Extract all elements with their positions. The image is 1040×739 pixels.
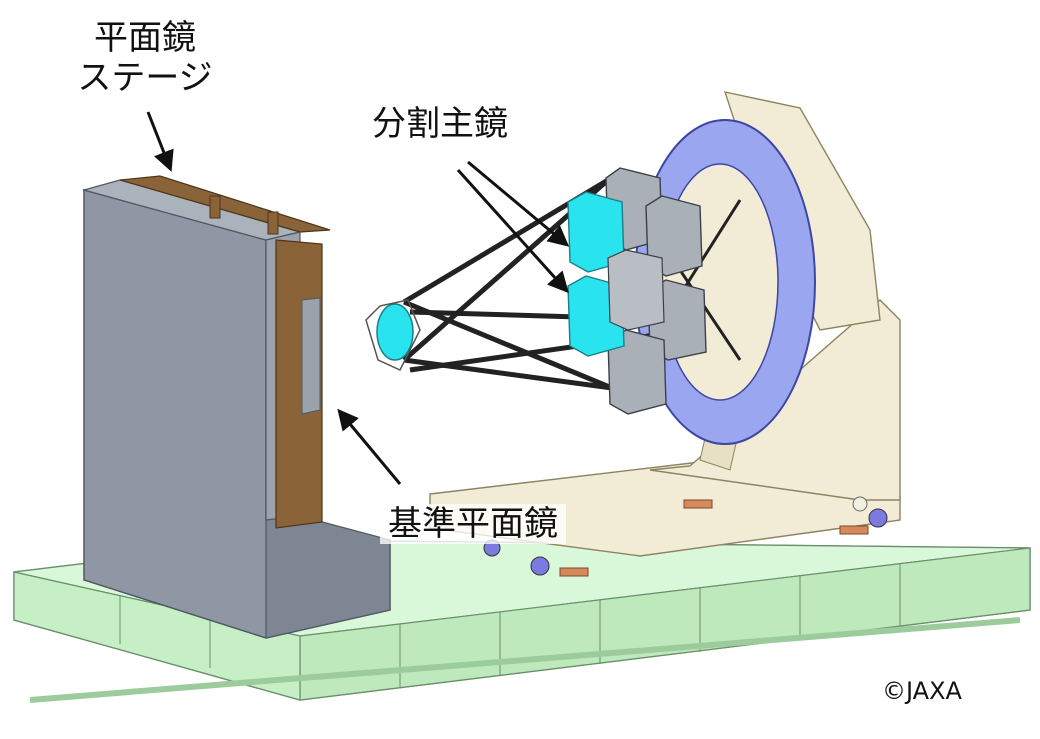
label-flat-mirror-stage-line2: ステージ (77, 58, 213, 98)
segmented-primary-mirror (567, 167, 707, 415)
callout-arrows (146, 111, 570, 485)
arrow-to-segment-2 (456, 168, 569, 294)
label-reference-flat-mirror: 基準平面鏡 (380, 504, 566, 544)
arrow-to-stage (146, 111, 174, 172)
arrow-to-segment-1 (467, 160, 570, 247)
label-flat-mirror-stage-line1: 平面鏡 (94, 18, 196, 58)
secondary-mirror (365, 299, 421, 371)
label-segmented-primary-mirror: 分割主鏡 (372, 104, 508, 144)
flat-mirror-stage (81, 175, 391, 639)
credit-jaxa: ©JAXA (882, 677, 962, 705)
label-flat-mirror-stage: 平面鏡 ステージ (70, 18, 220, 98)
arrow-to-reference-mirror (337, 408, 402, 485)
